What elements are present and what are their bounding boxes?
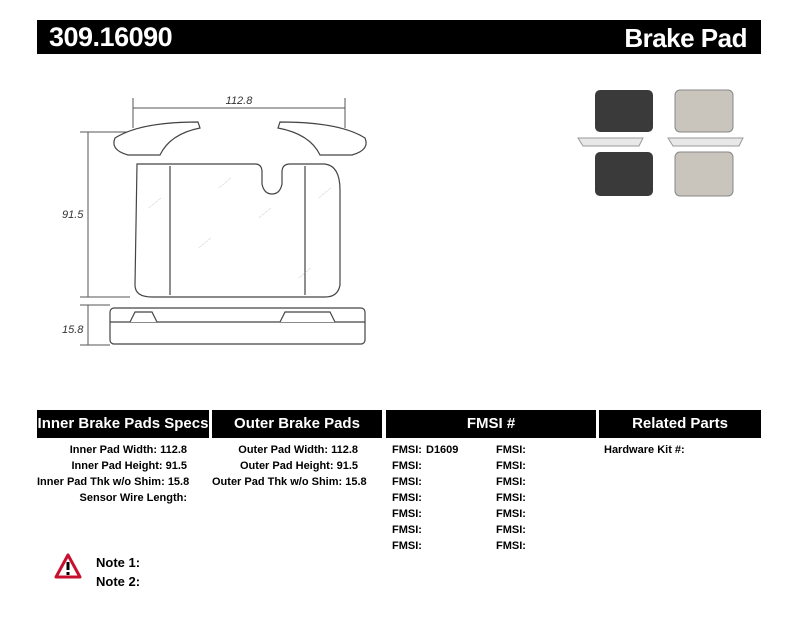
pad-body [134, 163, 341, 298]
side-clip-left [129, 311, 158, 323]
left-ear [113, 121, 201, 156]
fmsi-row: FMSI: [392, 508, 422, 520]
fmsi-row: FMSI:D1609 [392, 444, 459, 456]
photo-shim-left [577, 137, 644, 147]
photo-pad-dark-top [595, 90, 653, 132]
photo-pad-light-bottom [674, 151, 734, 197]
fmsi-list-left: FMSI:D1609 FMSI: FMSI: FMSI: FMSI: FMSI:… [392, 442, 492, 554]
outer-spec-row: Outer Pad Height: 91.5 [240, 460, 358, 472]
photo-pad-dark-bottom [595, 152, 653, 196]
photo-pad-light-top [674, 89, 734, 133]
fmsi-row: FMSI: [496, 476, 526, 488]
inner-spec-row: Sensor Wire Length: [79, 492, 187, 504]
outer-specs-header: Outer Brake Pads Specs [212, 410, 382, 460]
product-photo [577, 89, 744, 197]
pad-technical-drawing: 112.8 91.5 15.8 ~~~~ ~~~~ ~~~~ ~~~~ ~~~~… [62, 95, 367, 346]
outer-specs-list: Outer Pad Width: 112.8 Outer Pad Height:… [212, 442, 367, 490]
title-bar: 309.16090 Brake Pad [37, 20, 761, 54]
fmsi-row: FMSI: [496, 460, 526, 472]
notes-block: Note 1: Note 2: [96, 553, 140, 591]
product-type: Brake Pad [624, 23, 747, 53]
fmsi-row: FMSI: [392, 524, 422, 536]
height-dim-label: 91.5 [62, 209, 84, 221]
related-parts-list: Hardware Kit #: [604, 442, 754, 458]
inner-specs-header: Inner Brake Pads Specs [37, 410, 209, 438]
fmsi-row: FMSI: [496, 444, 526, 456]
side-clip-right [279, 311, 336, 323]
thickness-dim-label: 15.8 [62, 324, 84, 336]
related-parts-header: Related Parts [599, 410, 761, 438]
inner-spec-row: Inner Pad Height: 91.5 [71, 460, 187, 472]
fmsi-row: FMSI: [392, 492, 422, 504]
outer-spec-row: Outer Pad Thk w/o Shim: 15.8 [212, 476, 367, 488]
fmsi-row: FMSI: [392, 460, 422, 472]
fmsi-header: FMSI # [386, 410, 596, 438]
note-2: Note 2: [96, 574, 141, 589]
photo-shim-right [667, 137, 744, 147]
outer-spec-row: Outer Pad Width: 112.8 [238, 444, 358, 456]
fmsi-row: FMSI: [392, 476, 422, 488]
inner-spec-row: Inner Pad Width: 112.8 [69, 444, 187, 456]
fmsi-row: FMSI: [496, 492, 526, 504]
width-dim-label: 112.8 [226, 95, 254, 107]
fmsi-row: FMSI: [392, 540, 422, 552]
hardware-kit-label: Hardware Kit #: [604, 444, 685, 456]
fmsi-row: FMSI: [496, 508, 526, 520]
fmsi-row: FMSI: [496, 540, 526, 552]
note-1: Note 1: [96, 555, 141, 570]
fmsi-list-right: FMSI: FMSI: FMSI: FMSI: FMSI: FMSI: FMSI… [496, 442, 594, 554]
part-number: 309.16090 [49, 22, 173, 52]
fmsi-row: FMSI: [496, 524, 526, 536]
warning-triangle-icon [54, 553, 82, 579]
inner-spec-row: Inner Pad Thk w/o Shim: 15.8 [37, 476, 190, 488]
inner-specs-list: Inner Pad Width: 112.8 Inner Pad Height:… [37, 442, 190, 506]
right-ear [277, 121, 367, 156]
